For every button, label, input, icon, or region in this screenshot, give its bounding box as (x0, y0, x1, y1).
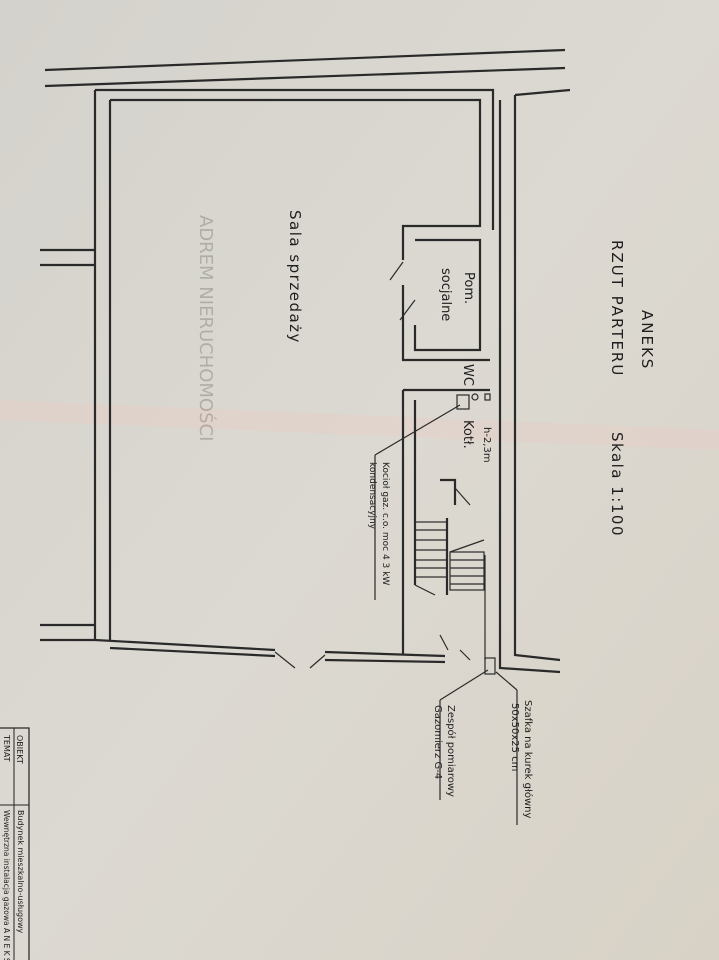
boiler-symbol (456, 394, 470, 410)
title-block-object-label: OBIEKT (15, 735, 24, 764)
room-wc: WC (460, 364, 475, 386)
meter-cabinet-symbol (484, 657, 496, 675)
room-boiler: Kotł. (460, 420, 475, 449)
labels: ANEKS RZUT PARTERU Skala 1:100 Sala sprz… (286, 210, 656, 818)
meter-note-line1: Zespół pomiarowy (445, 705, 457, 797)
watermark: ADREM NIERUCHOMOŚCI (195, 215, 217, 441)
height-label: h-2,3m (481, 427, 492, 463)
paper-fold (0, 400, 719, 450)
walls (40, 48, 571, 675)
room-social-line1: Pom. (461, 272, 476, 304)
plan-title: RZUT PARTERU (608, 240, 626, 377)
title-block-object-value: Budynek mieszkalno-usługowy (16, 810, 25, 934)
title-block-topic-value: Wewnętrzna instalacja gazowa A N E K S (2, 810, 11, 960)
cabinet-note-line2: 50x50x25 cm (509, 703, 520, 771)
title-block: OBIEKT TEMAT Budynek mieszkalno-usługowy… (0, 727, 30, 960)
cabinet-note-line1: Szafka na kurek główny (522, 700, 534, 818)
title-block-topic-label: TEMAT (2, 734, 11, 762)
boiler-note-line1: Kocioł gaz. c.o. moc 4 3 kW (380, 462, 390, 585)
room-sales-hall: Sala sprzedaży (286, 210, 304, 344)
scale-label: Skala 1:100 (608, 432, 626, 537)
meter-note-line2: Gazomierz G-4 (432, 705, 443, 779)
boiler-note-line2: kondensacyjny (367, 462, 377, 530)
annex-label: ANEKS (638, 310, 656, 370)
room-social-line2: socjalne (438, 268, 453, 321)
